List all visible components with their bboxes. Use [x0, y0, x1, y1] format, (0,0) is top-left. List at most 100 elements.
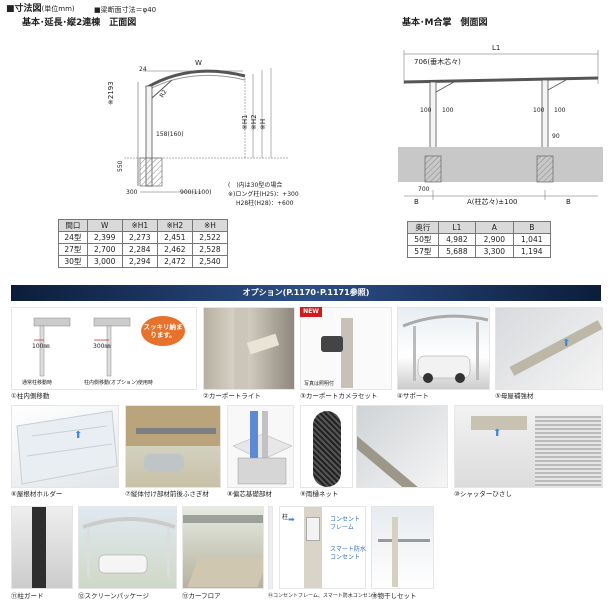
option-7-caption: ⑦縦体付け部材前後ふさぎ材 [125, 490, 209, 498]
table-cell: 30型 [58, 255, 88, 268]
arrow-icon: ➡ [288, 515, 295, 524]
table-cell: 4,982 [437, 233, 477, 246]
side-dim-b-left: B [414, 198, 419, 206]
house-shape [126, 406, 220, 446]
net-shape [313, 411, 341, 487]
option-10-image: ⬆ [454, 405, 603, 488]
option-9-image [300, 405, 353, 488]
option-5-image: ⬆ [495, 307, 603, 390]
option-3-caption: ③カーポートカメラセット [300, 392, 378, 400]
table-cell: 2,294 [121, 255, 158, 268]
side-dim-l1: L1 [492, 44, 501, 52]
post-shape [392, 517, 398, 587]
table-header: 奥行 [407, 221, 439, 234]
table-cell: 2,540 [191, 255, 229, 268]
table-header: 間口 [58, 219, 88, 232]
option-4-image [397, 307, 490, 390]
option-9-caption: ⑨雨樋ネット [300, 490, 339, 498]
option-15-image [371, 506, 434, 589]
option-12-caption: ⑫スクリーンパッケージ [78, 592, 150, 600]
table-cell: 2,472 [156, 255, 193, 268]
option-14-caption: ⑭コンセントフレーム、スマート防水コンセント [268, 593, 378, 599]
table-cell: 2,399 [86, 231, 123, 244]
side-dim-90: 90 [552, 133, 560, 140]
option-13-caption: ⑬カーフロア [182, 592, 221, 600]
front-diagram [110, 58, 290, 208]
shutter-shape [535, 416, 601, 487]
table-cell: 27型 [58, 243, 88, 256]
floor-shape [187, 557, 263, 587]
front-dim-base: 900(1100) [180, 189, 212, 196]
table-header: ※H [191, 219, 229, 232]
table-cell: 1,194 [512, 245, 552, 258]
front-dim-h2: ※H2 [250, 114, 258, 130]
front-dim-h: ※H [259, 118, 267, 130]
front-dim-w: W [195, 59, 202, 67]
option-8-image [227, 405, 294, 488]
table-row: 27型 2,700 2,284 2,462 2,528 [58, 243, 229, 256]
beam-note: ■梁断面寸法＝φ40 [94, 6, 157, 14]
front-view-title: 基本･延長･縦2連棟 正面図 [22, 18, 137, 28]
option-2-caption: ②カーポートライト [203, 392, 261, 400]
option-12-image [78, 506, 177, 589]
arrow-icon: ⬆ [562, 338, 571, 349]
front-size-table: 間口 W ※H1 ※H2 ※H 24型 2,399 2,273 2,451 2,… [58, 219, 229, 268]
side-view-title: 基本･M合掌 側面図 [402, 18, 488, 28]
guard-shape [32, 507, 46, 588]
side-diagram [398, 44, 603, 209]
table-cell: 3,000 [86, 255, 123, 268]
front-dim-h1: ※H1 [241, 114, 249, 130]
svg-text:⬆: ⬆ [74, 430, 82, 441]
roof-shape [183, 515, 263, 523]
side-size-table: 奥行 L1 A B 50型 4,982 2,900 1,041 57型 5,68… [407, 221, 552, 258]
option-7-image [125, 405, 221, 488]
option-2-image [203, 307, 295, 390]
option-13-detail-image [268, 506, 273, 589]
heading-square-icon: ■ [6, 4, 15, 14]
option-13-image [182, 506, 264, 589]
table-cell: 2,462 [156, 243, 193, 256]
table-header-row: 間口 W ※H1 ※H2 ※H [58, 219, 229, 232]
table-cell: 24型 [58, 231, 88, 244]
side-dim-100b: 100 [442, 107, 454, 114]
post-shape [234, 308, 248, 389]
option-9-detail-image [356, 405, 448, 488]
option-14-label-2: フレーム [330, 524, 354, 531]
table-row: 57型 5,688 3,300 1,194 [407, 245, 552, 258]
table-cell: 3,300 [475, 245, 514, 258]
table-cell: 5,688 [437, 245, 477, 258]
side-dim-a: A(柱芯々)±100 [467, 198, 518, 206]
roof-shape [136, 428, 216, 434]
option-14-label-1: コンセント [330, 516, 361, 523]
options-banner: オプション(P.1170･P.1171参照) [11, 285, 601, 301]
beam-shape [509, 320, 602, 376]
option-14-image: ➡ [279, 506, 366, 589]
option-6-caption: ⑥屋根材ホルダー [11, 490, 63, 498]
option-1-dim-100: 100㎜ [32, 343, 50, 350]
option-5-caption: ⑤母屋補強材 [495, 392, 534, 400]
table-row: 24型 2,399 2,273 2,451 2,522 [58, 231, 229, 244]
option-14-label-3: スマート防水 [330, 546, 366, 553]
front-note-3: H28柱(H28)：+600 [236, 200, 294, 207]
side-dim-eave: 706(垂木芯々) [414, 58, 461, 66]
table-cell: 2,522 [191, 231, 229, 244]
gutter-shape [357, 436, 442, 487]
table-header: ※H2 [156, 219, 193, 232]
option-1-sub-2: 柱内側移動(オプション)使用時 [84, 380, 153, 386]
arrow-icon: ⬆ [493, 428, 502, 439]
post-shape [341, 318, 353, 388]
outlet-icon [306, 517, 320, 541]
bar-shape [378, 539, 430, 542]
table-header: A [475, 221, 514, 234]
front-dim-2193: ※2193 [107, 81, 115, 105]
table-header: ※H1 [121, 219, 158, 232]
front-dim-300: 300 [126, 189, 138, 196]
option-10-caption: ⑩シャッターひさし [454, 490, 512, 498]
table-header: B [512, 221, 552, 234]
hood-shape [471, 416, 527, 430]
table-cell: 2,273 [121, 231, 158, 244]
option-3-sub: 写真は照明付 [304, 381, 335, 387]
option-1-caption: ①柱内側移動 [11, 392, 50, 400]
table-cell: 50型 [407, 233, 439, 246]
table-row: 30型 3,000 2,294 2,472 2,540 [58, 255, 229, 268]
